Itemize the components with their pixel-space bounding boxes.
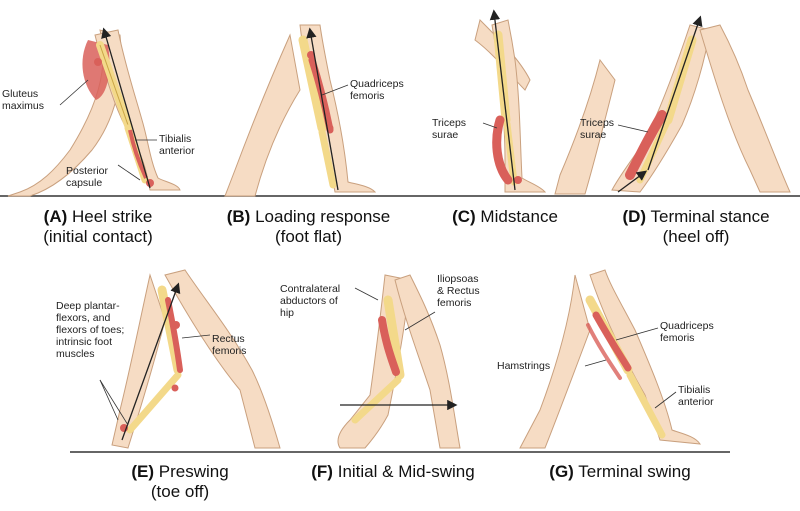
panel-d-figure — [612, 18, 790, 192]
caption-panel-a: (A) Heel strike (initial contact) — [8, 207, 188, 247]
caption-panel-g: (G) Terminal swing — [520, 462, 720, 482]
caption-panel-c: (C) Midstance — [430, 207, 580, 227]
panel-c-figure — [475, 12, 615, 194]
panel-g-figure — [520, 270, 700, 448]
label-hamstrings: Hamstrings — [497, 360, 550, 372]
panel-e-figure — [100, 270, 280, 448]
caption-panel-f: (F) Initial & Mid-swing — [268, 462, 518, 482]
caption-panel-d: (D) Terminal stance (heel off) — [596, 207, 796, 247]
panel-b-figure — [225, 25, 375, 196]
caption-panel-b: (B) Loading response (foot flat) — [196, 207, 421, 247]
caption-panel-e: (E) Preswing (toe off) — [100, 462, 260, 502]
